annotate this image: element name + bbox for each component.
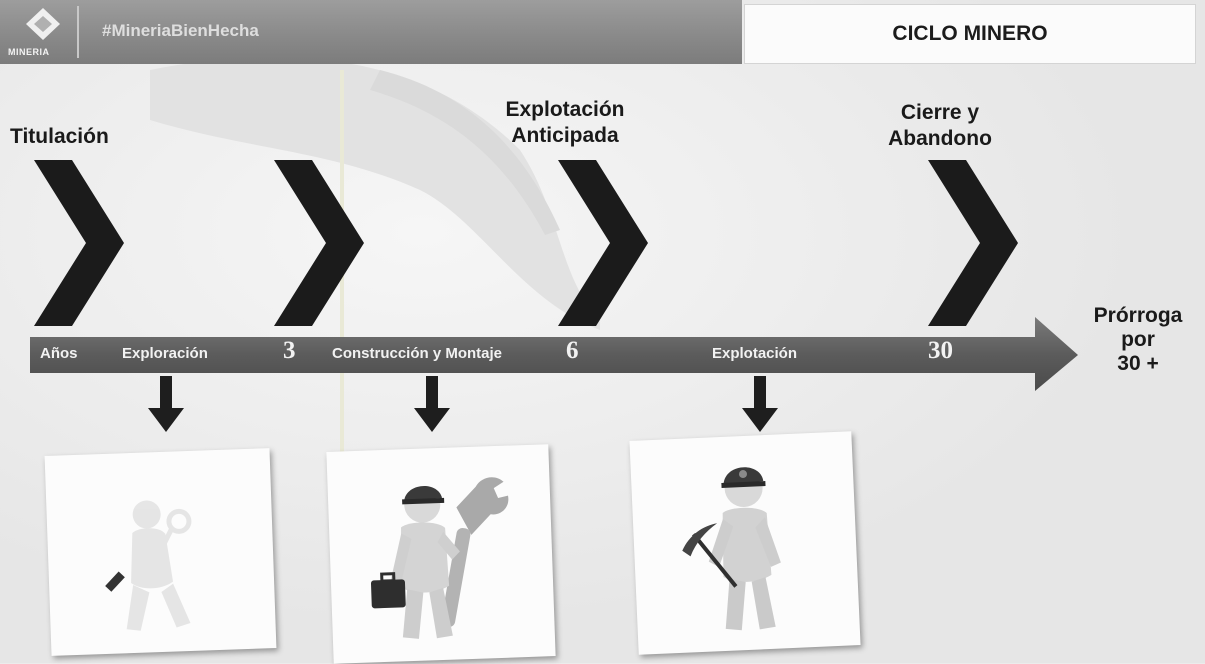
timeline-label-construccion: Construcción y Montaje <box>332 345 503 362</box>
header-title-box: CICLO MINERO <box>744 4 1196 64</box>
chevron-icon-cierre <box>928 160 1018 326</box>
header-brand-area: MINERIA #MineriaBienHecha <box>0 0 742 64</box>
card-exploracion <box>44 448 277 656</box>
chevron-icon-titulacion <box>34 160 124 326</box>
chevron-icon-explotacion-anticipada <box>558 160 648 326</box>
timeline-year-3: 3 <box>283 337 296 364</box>
timeline-arrow <box>30 317 1078 391</box>
construction-worker-icon <box>370 477 509 639</box>
timeline-year-30: 30 <box>928 337 953 364</box>
timeline-label-exploracion: Exploración <box>122 345 208 362</box>
logo-text: MINERIA <box>8 47 50 57</box>
card-explotacion <box>629 431 861 655</box>
header-bar: MINERIA #MineriaBienHecha CICLO MINERO <box>0 0 1205 66</box>
down-arrow-icon-exploracion <box>148 376 184 432</box>
card-construccion <box>326 444 556 664</box>
page-title: CICLO MINERO <box>892 22 1048 45</box>
header-divider <box>77 6 79 58</box>
chevron-icon-construccion <box>274 160 364 326</box>
down-arrow-icon-explotacion <box>742 376 778 432</box>
miner-with-pickaxe-icon <box>682 467 781 631</box>
down-arrow-icon-construccion <box>414 376 450 432</box>
prorroga-label: Prórroga por 30 + <box>1093 304 1183 375</box>
exploration-figure-icon <box>105 500 192 631</box>
phase-label-cierre-abandono: Cierre y Abandono <box>888 101 992 150</box>
phase-label-explotacion-anticipada: Explotación Anticipada <box>505 98 625 147</box>
mineria-logo-icon <box>26 8 60 40</box>
hashtag-text: #MineriaBienHecha <box>102 21 259 40</box>
timeline-label-anos: Años <box>40 345 78 362</box>
timeline-year-6: 6 <box>566 337 579 364</box>
timeline-label-explotacion: Explotación <box>712 345 798 362</box>
phase-label-titulacion: Titulación <box>10 125 109 148</box>
